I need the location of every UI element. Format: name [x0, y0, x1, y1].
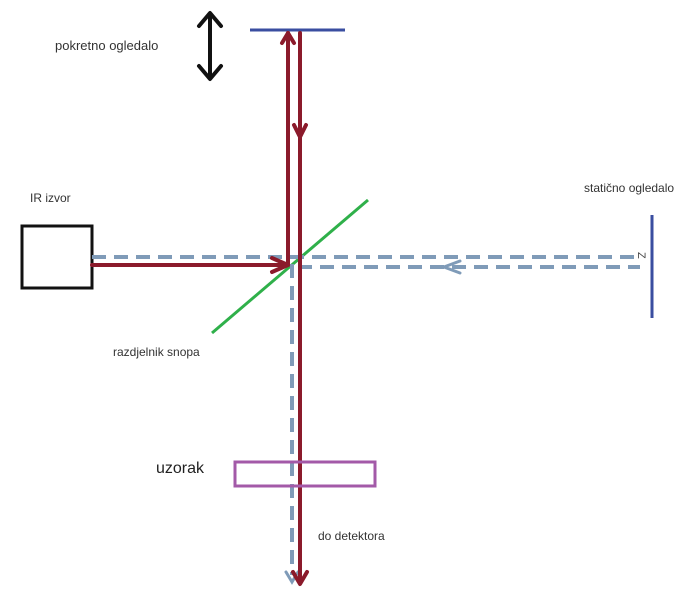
sample-label: uzorak [156, 460, 205, 477]
static-mirror-mark: Z [635, 252, 647, 259]
mirror-movement-arrow-icon [197, 11, 223, 81]
ir-source-box [20, 224, 94, 290]
to-detector-label: do detektora [318, 529, 385, 543]
reference-beam [92, 255, 640, 575]
ir-beam [90, 31, 302, 584]
ir-source-label: IR izvor [30, 191, 71, 205]
ir-beam-arrow-icon [270, 31, 309, 586]
moving-mirror-label: pokretno ogledalo [55, 38, 159, 53]
sample-cell [233, 460, 377, 488]
beam-splitter-label: razdjelnik snopa [113, 345, 200, 359]
static-mirror-label: statično ogledalo [584, 181, 675, 195]
